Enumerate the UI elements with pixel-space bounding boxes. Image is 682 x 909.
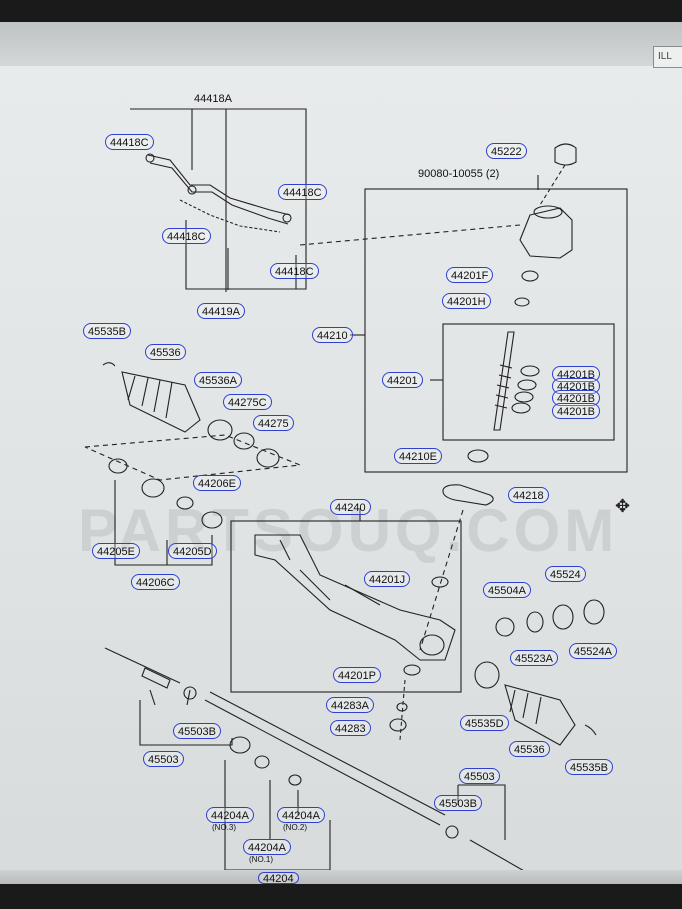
part-44418c-c[interactable]: 44418C <box>162 228 211 244</box>
part-45535d[interactable]: 45535D <box>460 715 509 731</box>
part-44418c-a[interactable]: 44418C <box>105 134 154 150</box>
rack-bar <box>204 691 446 826</box>
part-45536-a[interactable]: 45536 <box>145 344 186 360</box>
part-44201p[interactable]: 44201P <box>333 667 381 683</box>
part-45536-b[interactable]: 45536 <box>509 741 550 757</box>
part-45535b-b[interactable]: 45535B <box>565 759 613 775</box>
note-no1: (NO.1) <box>249 855 273 864</box>
part-45503-a[interactable]: 45503 <box>143 751 184 767</box>
part-44204[interactable]: 44204 <box>258 872 299 885</box>
part-44240[interactable]: 44240 <box>330 499 371 515</box>
part-45535b-a[interactable]: 45535B <box>83 323 131 339</box>
parts-diagram <box>84 108 628 881</box>
part-44283[interactable]: 44283 <box>330 720 371 736</box>
part-44210e[interactable]: 44210E <box>394 448 442 464</box>
label-90080: 90080-10055 (2) <box>418 168 500 180</box>
note-no3: (NO.3) <box>212 823 236 832</box>
pipe-assembly <box>147 154 291 225</box>
part-44201[interactable]: 44201 <box>382 372 423 388</box>
tie-rod-left <box>104 647 181 684</box>
box-44201 <box>442 323 615 441</box>
part-45503b-b[interactable]: 45503B <box>434 795 482 811</box>
part-45524a[interactable]: 45524A <box>569 643 617 659</box>
label-44418a: 44418A <box>194 93 232 105</box>
box-44240 <box>230 520 462 693</box>
part-44418c-b[interactable]: 44418C <box>278 184 327 200</box>
part-44275[interactable]: 44275 <box>253 415 294 431</box>
note-no2: (NO.2) <box>283 823 307 832</box>
part-44204a-no2[interactable]: 44204A <box>277 807 325 823</box>
part-44419a[interactable]: 44419A <box>197 303 245 319</box>
monitor-screen: ILL PARTSOUQ.COM <box>0 22 682 884</box>
screen-top-bezel <box>0 22 682 66</box>
dashed-group <box>84 434 301 481</box>
screen-bottom-bezel <box>0 870 682 884</box>
valve-housing <box>519 207 573 259</box>
part-44283a[interactable]: 44283A <box>326 697 374 713</box>
rack-housing <box>254 534 456 661</box>
part-45523a[interactable]: 45523A <box>510 650 558 666</box>
move-cursor-icon: ✥ <box>615 496 631 516</box>
part-44201b-c[interactable]: 44201B <box>552 390 600 406</box>
bracket-44418a <box>130 108 307 290</box>
part-45504a[interactable]: 45504A <box>483 582 531 598</box>
part-45222[interactable]: 45222 <box>486 143 527 159</box>
pinion-shaft <box>493 331 515 431</box>
part-45536a[interactable]: 45536A <box>194 372 242 388</box>
part-45503b-a[interactable]: 45503B <box>173 723 221 739</box>
part-44201f[interactable]: 44201F <box>446 267 494 283</box>
part-44201b-d[interactable]: 44201B <box>552 403 600 419</box>
part-44418c-d[interactable]: 44418C <box>270 263 319 279</box>
part-44210[interactable]: 44210 <box>312 327 353 343</box>
part-44206e[interactable]: 44206E <box>193 475 241 491</box>
part-44218[interactable]: 44218 <box>508 487 549 503</box>
part-44206c[interactable]: 44206C <box>131 574 180 590</box>
part-44205d[interactable]: 44205D <box>168 543 217 559</box>
part-44275c[interactable]: 44275C <box>223 394 272 410</box>
part-44204a-no1[interactable]: 44204A <box>243 839 291 855</box>
part-44205e[interactable]: 44205E <box>92 543 140 559</box>
ill-tab[interactable]: ILL <box>653 46 682 68</box>
boot-right <box>504 684 576 746</box>
part-45524[interactable]: 45524 <box>545 566 586 582</box>
part-44204a-no3[interactable]: 44204A <box>206 807 254 823</box>
part-44201h[interactable]: 44201H <box>442 293 491 309</box>
part-44201j[interactable]: 44201J <box>364 571 411 587</box>
part-45503-b[interactable]: 45503 <box>459 768 500 784</box>
box-44210 <box>364 188 628 473</box>
